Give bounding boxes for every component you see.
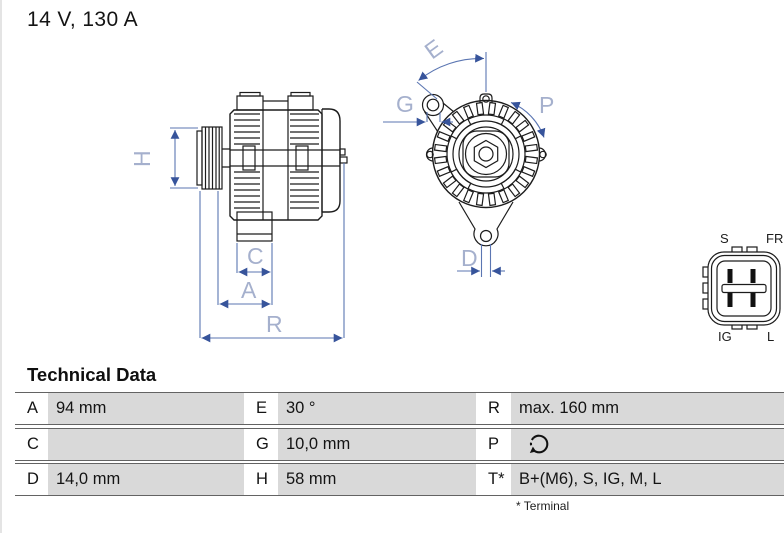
mounting-bracket	[236, 211, 273, 242]
param-key: D	[15, 464, 48, 495]
param-key: R	[476, 393, 511, 424]
vent-slots	[433, 101, 539, 207]
param-key: H	[244, 464, 278, 495]
rotation-direction-icon	[529, 434, 549, 454]
param-value: B+(M6), S, IG, M, L	[511, 464, 784, 495]
param-value: 30 °	[278, 393, 476, 424]
dim-label-r: R	[266, 311, 283, 337]
dim-label-g: G	[396, 91, 414, 117]
table-row: A 94 mm E 30 ° R max. 160 mm	[15, 392, 784, 425]
connector-drawing: S FR IG L	[702, 231, 783, 344]
cooling-fins	[234, 113, 319, 209]
param-key: G	[244, 428, 278, 460]
param-value: 58 mm	[278, 464, 476, 495]
voltage-current-spec: 14 V, 130 A	[27, 8, 139, 31]
param-key: C	[15, 428, 48, 460]
param-value: max. 160 mm	[511, 393, 784, 424]
dim-label-p: P	[539, 92, 554, 118]
param-key: P	[476, 428, 511, 460]
page-edge-divider	[0, 0, 2, 533]
param-value: 14,0 mm	[48, 464, 244, 495]
param-value: 10,0 mm	[278, 428, 476, 460]
side-view-drawing: H C A R	[129, 91, 348, 343]
dim-label-c: C	[247, 243, 264, 269]
alternator-body	[229, 91, 348, 221]
param-value-rotation	[511, 428, 784, 460]
table-row: D 14,0 mm H 58 mm T* B+(M6), S, IG, M, L	[15, 463, 784, 496]
side-view-dimensions: H C A R	[129, 127, 345, 343]
dim-label-a: A	[241, 277, 257, 303]
param-key: T*	[476, 464, 511, 495]
terminal-footnote: * Terminal	[516, 499, 570, 513]
pulley	[196, 126, 230, 190]
front-view-dimensions: E G P D	[383, 34, 554, 277]
dim-label-e: E	[420, 34, 448, 64]
mounting-lug	[458, 201, 514, 247]
b-plus-terminal	[339, 148, 346, 156]
adjustment-ear	[421, 93, 455, 133]
param-key: A	[15, 393, 48, 424]
shaft-center	[478, 146, 494, 162]
param-value: 94 mm	[48, 393, 244, 424]
technical-data-table: A 94 mm E 30 ° R max. 160 mm C G 10,0 mm…	[15, 392, 784, 499]
shaft-nut	[473, 139, 499, 169]
connector-pin-label-fr: FR	[766, 231, 783, 246]
connector-pin-label-ig: IG	[718, 329, 732, 344]
param-value	[48, 428, 244, 460]
connector-pin-label-l: L	[767, 329, 774, 344]
dim-label-d: D	[461, 245, 478, 271]
connector-pin-label-s: S	[720, 231, 729, 246]
param-key: E	[244, 393, 278, 424]
table-row: C G 10,0 mm P	[15, 427, 784, 461]
connector-pins	[721, 269, 767, 307]
front-view-drawing: E G P D	[383, 34, 554, 277]
dim-label-h: H	[129, 150, 155, 167]
alternator-face	[421, 93, 547, 247]
technical-data-title: Technical Data	[27, 364, 157, 385]
